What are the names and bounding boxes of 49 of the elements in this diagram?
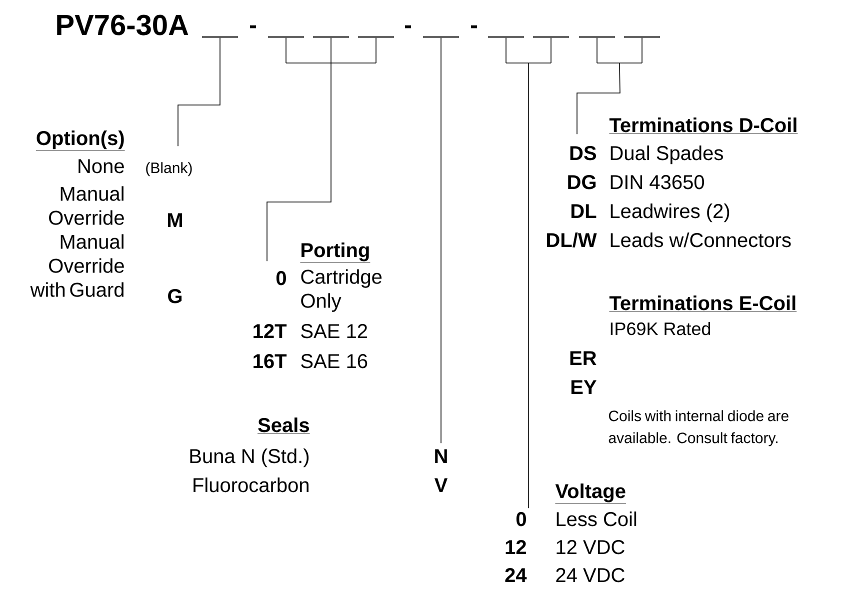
part-number: PV76-30A [57, 14, 188, 36]
leader-line [266, 37, 376, 262]
code-letter: 0 [276, 271, 286, 286]
code-letter: DL/W [547, 232, 597, 248]
code-letter: DS [570, 146, 596, 160]
option-text: Leads w/Connectors [610, 232, 791, 248]
section-heading: Terminations E-Coil [609, 296, 797, 312]
code-letter: DL [571, 204, 596, 218]
option-text: Manual Override with Guard [30, 234, 124, 297]
separator-dash: - [470, 25, 478, 28]
option-text: 12 VDC [556, 540, 624, 554]
code-letter: 16T [254, 354, 287, 368]
option-text: SAE 16 [301, 354, 368, 368]
code-letter: V [434, 478, 448, 492]
code-letter: G [168, 289, 182, 304]
option-text: 24 VDC [556, 568, 624, 582]
code-letter: M [168, 213, 182, 227]
separator-dash: - [404, 25, 412, 28]
option-text: None [78, 159, 124, 174]
code-text: (Blank) [146, 162, 192, 176]
code-letter: N [435, 449, 447, 463]
option-text: Less Coil [556, 512, 636, 526]
leader-line [178, 37, 220, 147]
rating-text: IP69K Rated [610, 322, 710, 336]
leader-line [506, 37, 552, 509]
section-heading: Porting [300, 242, 370, 263]
code-letter: DG [568, 175, 596, 190]
separator-dash: - [250, 25, 256, 28]
code-letter: 24 [505, 568, 527, 582]
option-text: Dual Spades [610, 146, 723, 164]
option-text: Cartridge Only [301, 269, 382, 312]
option-text: Buna N (Std.) [190, 448, 309, 468]
option-text: Manual Override [49, 186, 124, 225]
section-heading: Option(s) [36, 130, 125, 151]
code-letter: 12T [254, 324, 287, 338]
option-text: DIN 43650 [610, 175, 704, 190]
leader-line [440, 37, 442, 444]
section-heading: Seals [257, 418, 310, 434]
section-heading: Terminations D-Coil [609, 118, 798, 134]
option-text: SAE 12 [301, 324, 367, 338]
code-letter: 12 [506, 540, 526, 554]
code-letter: EY [571, 380, 596, 394]
code-letter: ER [570, 351, 596, 365]
code-letter: 0 [516, 512, 526, 526]
leader-line [576, 37, 642, 135]
note-text: Coils with internal diode are available. Consult factory. [608, 410, 788, 446]
section-heading: Voltage [555, 484, 626, 504]
option-text: Leadwires (2) [610, 204, 730, 222]
option-text: Fluorocarbon [194, 478, 308, 492]
